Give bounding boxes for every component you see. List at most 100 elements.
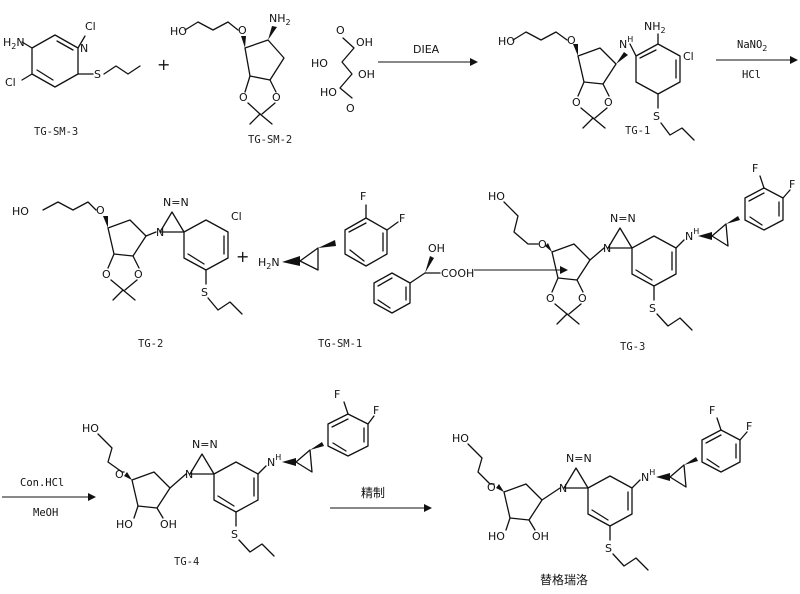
plus-sign-1: +	[157, 55, 170, 74]
tartaric-ho-left: HO	[311, 57, 328, 70]
tg1-hydroxyl: HO	[498, 35, 515, 48]
ring-n: N	[80, 42, 88, 55]
tg3-triazole-n1: N	[603, 242, 611, 255]
tg3-hydroxyl: HO	[488, 190, 505, 203]
plus-sign-2: +	[236, 247, 249, 266]
arrow-step-4: Con.HCl MeOH	[2, 477, 96, 519]
tg2-acetonide-o2: O	[134, 268, 143, 281]
tg3-fluoro-1: F	[752, 162, 758, 175]
reagent-meoh: MeOH	[33, 507, 58, 519]
label-tg-2: TG-2	[138, 338, 163, 350]
reagent-conc-hcl: Con.HCl	[20, 477, 64, 489]
tg3-nh: NH	[685, 227, 699, 243]
tartaric-o-bottom: O	[346, 102, 355, 115]
product-fluoro-1: F	[709, 404, 715, 417]
product-nh: NH	[641, 468, 655, 484]
acetonide-o1: O	[239, 91, 248, 104]
sm1-amine: H2N	[258, 256, 280, 271]
tg2-acetonide-o1: O	[102, 268, 111, 281]
ether-oxygen: O	[238, 24, 247, 37]
tg1-acetonide-o2: O	[604, 96, 613, 109]
compound-tg-sm-2: HO O NH2 O O TG-SM-2	[170, 12, 292, 146]
amine-group: NH2	[269, 12, 291, 27]
tartaric-oh-top: OH	[356, 36, 373, 49]
reagent-hcl: HCl	[742, 69, 761, 81]
product-hydroxyl-right: OH	[532, 530, 549, 543]
tartaric-o-top: O	[336, 24, 345, 37]
tg2-sulfur: S	[201, 286, 208, 299]
reagent-nano2: NaNO2	[737, 39, 767, 53]
label-tg-sm-1: TG-SM-1	[318, 338, 362, 350]
tg4-sulfur: S	[231, 528, 238, 541]
arrow-step-1: DIEA	[378, 43, 478, 66]
mandelic-oh: OH	[428, 242, 445, 255]
product-fluoro-2: F	[746, 420, 752, 433]
compound-tg-4: HO O HO OH N N=N NH F F S TG-4	[82, 388, 379, 568]
tg3-ether-o: O	[538, 238, 547, 251]
compound-tg-sm-3: Cl H2N Cl N S TG-SM-3	[3, 20, 141, 138]
chloro-atom-top: Cl	[85, 20, 96, 33]
arrow-step-5: 精制	[330, 486, 432, 512]
sm1-fluoro-2: F	[399, 212, 405, 225]
product-triazole-n1: N	[559, 482, 567, 495]
tg4-triazole-n1: N	[185, 468, 193, 481]
arrow-step-3	[474, 266, 568, 274]
product-triazole-n: N=N	[566, 452, 592, 465]
tg3-acetonide-o2: O	[578, 292, 587, 305]
amino-h2n-label: H2N	[3, 36, 25, 51]
label-tg-1: TG-1	[625, 125, 650, 137]
acetonide-o2: O	[272, 91, 281, 104]
tg3-acetonide-o1: O	[546, 292, 555, 305]
compound-tg-3: HO O O O N N=N NH F F S TG-3	[488, 162, 795, 353]
product-ether-o: O	[487, 481, 496, 494]
compound-tartaric-acid: O OH HO OH HO O	[311, 24, 375, 115]
tg1-sulfur: S	[653, 110, 660, 123]
tg3-fluoro-2: F	[789, 178, 795, 191]
tg4-triazole-n: N=N	[192, 438, 218, 451]
chloro-atom-bottom: Cl	[5, 76, 16, 89]
tg4-fluoro-1: F	[334, 388, 340, 401]
tg4-nh: NH	[267, 453, 281, 469]
sm1-fluoro-1: F	[360, 190, 366, 203]
step-refining: 精制	[361, 486, 385, 500]
label-tg-sm-2: TG-SM-2	[248, 134, 292, 146]
tg4-fluoro-2: F	[373, 404, 379, 417]
tg3-triazole-n: N=N	[610, 212, 636, 225]
tg2-ether-o: O	[96, 204, 105, 217]
product-hydroxyl-left: HO	[488, 530, 505, 543]
tg2-triazole-n1: N	[156, 226, 164, 239]
arrow-step-2: NaNO2 HCl	[716, 39, 798, 81]
label-tg-4: TG-4	[174, 556, 199, 568]
compound-tg-1: HO O NH O O NH2 Cl S TG-1	[498, 20, 695, 141]
tg1-acetonide-o1: O	[572, 96, 581, 109]
label-tg-sm-3: TG-SM-3	[34, 126, 78, 138]
tg2-triazole-n: N=N	[163, 196, 189, 209]
sulfur-atom: S	[94, 68, 101, 81]
label-ticagrelor: 替格瑞洛	[540, 572, 588, 587]
compound-tg-sm-1: H2N F F TG-SM-1	[258, 190, 405, 350]
product-sulfur: S	[605, 542, 612, 555]
compound-mandelic-acid: OH COOH	[373, 242, 474, 314]
tg1-nh: NH	[619, 35, 633, 51]
tg2-chloro: Cl	[231, 210, 242, 223]
tg4-ether-o: O	[115, 468, 124, 481]
tg1-amine: NH2	[644, 20, 666, 35]
tg2-hydroxyl: HO	[12, 205, 29, 218]
tg1-ether-o: O	[567, 34, 576, 47]
compound-ticagrelor: HO O HO OH N N=N NH F F S 替格瑞洛	[452, 404, 752, 587]
product-hydroxyl: HO	[452, 432, 469, 445]
mandelic-cooh: COOH	[441, 267, 474, 280]
tg4-hydroxyl-left: HO	[116, 518, 133, 531]
label-tg-3: TG-3	[620, 341, 645, 353]
hydroxyl-label: HO	[170, 25, 187, 38]
tg3-sulfur: S	[649, 302, 656, 315]
tg1-chloro: Cl	[683, 50, 694, 63]
tartaric-oh-right: OH	[358, 68, 375, 81]
tartaric-ho-bottom: HO	[320, 86, 337, 99]
reagent-diea: DIEA	[413, 43, 440, 56]
tg4-hydroxyl: HO	[82, 422, 99, 435]
compound-tg-2: HO O O O N N=N Cl S TG-2	[12, 196, 243, 350]
tg4-hydroxyl-right: OH	[160, 518, 177, 531]
